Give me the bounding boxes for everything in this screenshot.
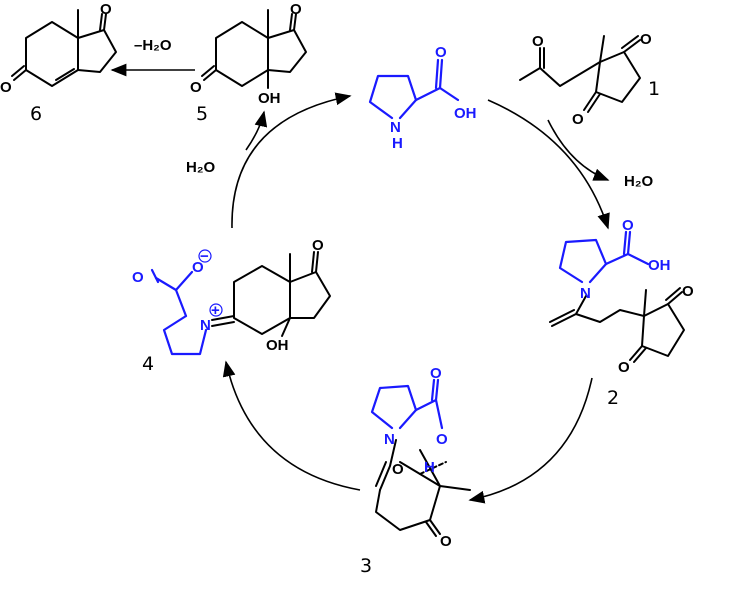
cycle-arrow-to-2 <box>487 99 610 230</box>
cycle-arrow-to-4 <box>222 360 361 491</box>
compound-label-3: 3 <box>360 555 372 577</box>
atom-o: O <box>0 79 12 96</box>
atom-oh: OH <box>266 337 289 354</box>
atom-o: O <box>290 1 302 18</box>
compound-4: O O − N + O OH 4 <box>132 237 331 375</box>
atom-o: O <box>132 269 144 286</box>
compound-label-5: 5 <box>196 103 208 125</box>
reagent-water-left: H₂O <box>186 159 215 176</box>
proline-catalyst: N H O OH <box>368 44 477 152</box>
atom-o: O <box>312 237 324 254</box>
atom-o: O <box>682 283 694 300</box>
compound-label-1: 1 <box>648 78 660 100</box>
atom-n: N <box>384 431 395 448</box>
compound-label-6: 6 <box>30 103 42 125</box>
atom-oh: OH <box>454 105 477 122</box>
atom-o: O <box>618 359 630 376</box>
compound-5: O O OH 5 <box>190 1 307 125</box>
compound-2: N O OH O O 2 <box>549 217 694 409</box>
atom-n-plus: N <box>200 317 211 334</box>
plus-charge: + <box>211 302 220 319</box>
atom-n: N <box>390 119 401 136</box>
atom-h: H <box>424 459 435 476</box>
atom-o: O <box>640 31 652 48</box>
atom-oh: OH <box>648 257 671 274</box>
atom-n: N <box>580 285 591 302</box>
atom-h: H <box>392 135 403 152</box>
compound-6: O O 6 <box>0 1 117 125</box>
cycle-arrow-to-catalyst <box>231 92 352 229</box>
water-release-arrow <box>547 119 610 181</box>
compound-3: N O O H O O 3 <box>360 365 471 577</box>
atom-o: O <box>572 111 584 128</box>
reagent-minus-water: –H₂O <box>134 37 172 54</box>
atom-o: O <box>436 431 448 448</box>
atom-o: O <box>392 461 404 478</box>
compound-label-4: 4 <box>142 353 154 375</box>
minus-charge: − <box>200 248 209 265</box>
atom-o: O <box>440 533 452 550</box>
atom-oh: OH <box>258 90 281 107</box>
atom-o: O <box>100 1 112 18</box>
reagent-water-right: H₂O <box>624 173 653 190</box>
compound-1: O O O 1 <box>519 31 660 128</box>
atom-o: O <box>190 79 202 96</box>
hydrolysis-arrow <box>245 110 268 151</box>
atom-o: O <box>435 44 447 61</box>
atom-o: O <box>430 365 442 382</box>
atom-o-minus: O <box>192 259 204 276</box>
compound-label-2: 2 <box>607 387 619 409</box>
cycle-arrow-to-3 <box>468 377 593 504</box>
atom-o: O <box>622 217 634 234</box>
atom-o: O <box>532 33 544 50</box>
